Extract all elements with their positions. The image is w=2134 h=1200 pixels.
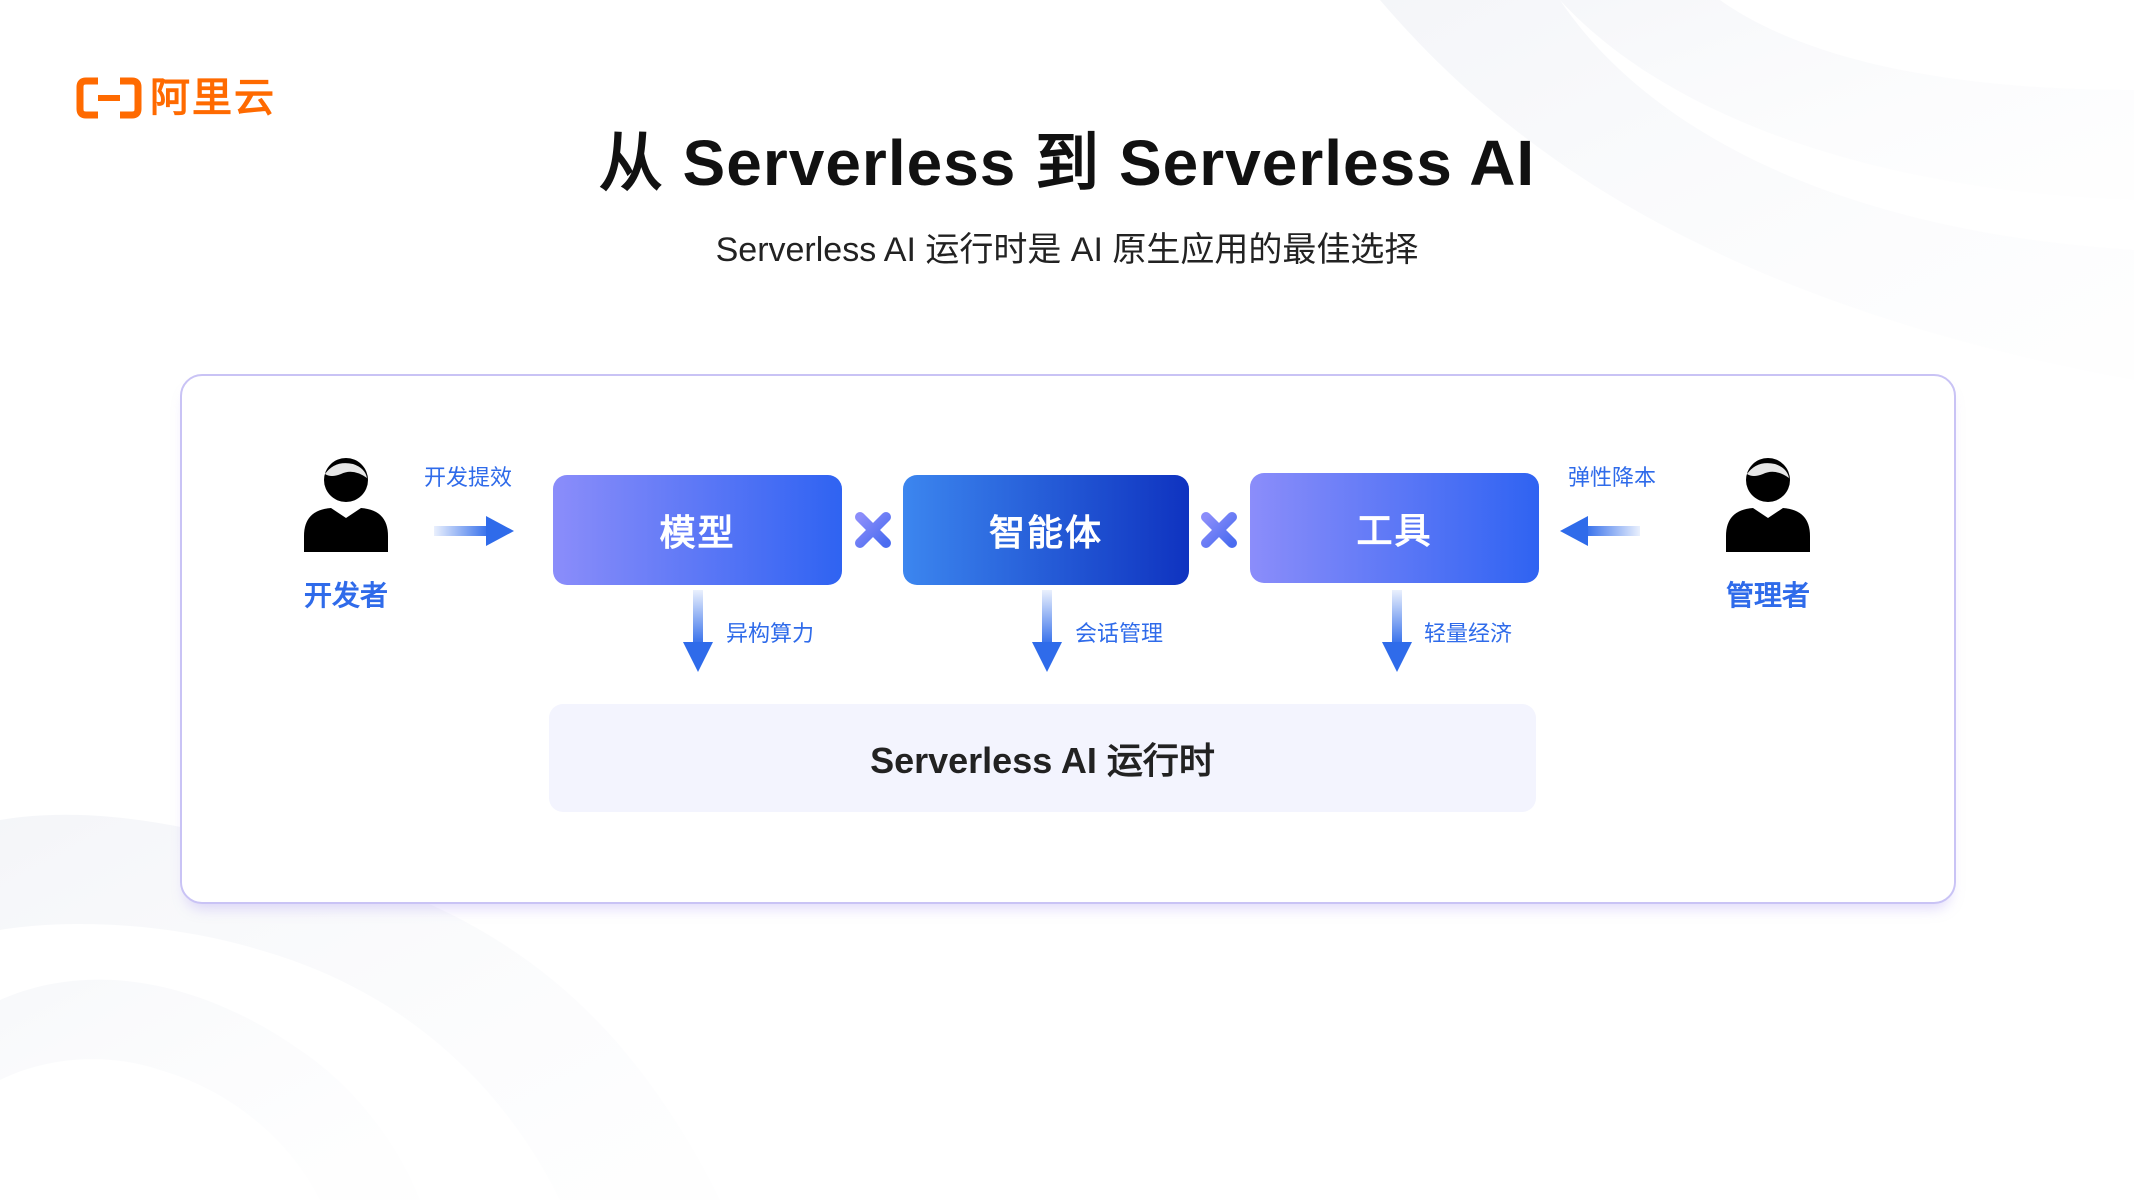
diagram-panel	[180, 374, 1956, 904]
brand-name: 阿里云	[150, 76, 276, 120]
down-arrow-icon	[683, 590, 713, 672]
model-box: 模型	[553, 475, 842, 585]
down-arrow-icon	[1382, 590, 1412, 672]
right-arrow-icon	[434, 516, 514, 546]
developer-label: 开发者	[303, 580, 388, 611]
model-down-note: 异构算力	[726, 621, 815, 646]
aliyun-logo-icon	[76, 77, 142, 119]
tool-box: 工具	[1250, 473, 1539, 583]
developer-note: 开发提效	[424, 465, 513, 490]
agent-down-note: 会话管理	[1075, 621, 1164, 646]
page-title: 从 Serverless 到 Serverless AI	[598, 127, 1536, 199]
runtime-bar: Serverless AI 运行时	[549, 704, 1536, 812]
manager-note: 弹性降本	[1568, 465, 1657, 490]
agent-box: 智能体	[903, 475, 1189, 585]
cross-icon	[855, 512, 891, 548]
page-subtitle: Serverless AI 运行时是 AI 原生应用的最佳选择	[715, 231, 1419, 269]
cross-icon	[1201, 512, 1237, 548]
down-arrow-icon	[1032, 590, 1062, 672]
manager-label: 管理者	[1725, 580, 1810, 611]
manager-person-icon	[1726, 458, 1810, 552]
tool-down-note: 轻量经济	[1424, 621, 1513, 646]
developer-person-icon	[304, 458, 388, 552]
brand-logo: 阿里云	[76, 74, 276, 122]
left-arrow-icon	[1560, 516, 1640, 546]
